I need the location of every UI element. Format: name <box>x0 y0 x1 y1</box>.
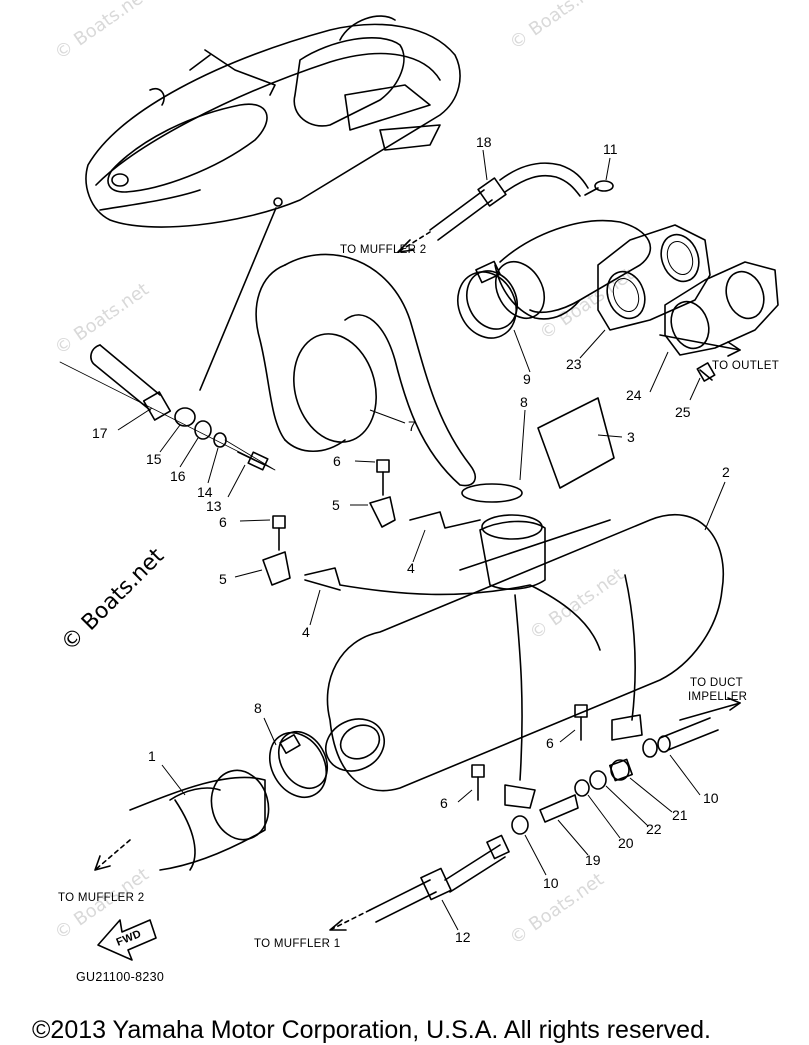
callout-8-top: 8 <box>520 394 528 410</box>
label-to-muffler-2-bottom: TO MUFFLER 2 <box>58 892 144 904</box>
callout-7: 7 <box>408 418 416 434</box>
exhaust-manifold <box>494 219 779 382</box>
callout-8-bottom: 8 <box>254 700 262 716</box>
callout-25: 25 <box>675 404 691 420</box>
callout-6-b: 6 <box>219 514 227 530</box>
callout-11: 11 <box>603 141 618 157</box>
callout-15: 15 <box>146 451 162 467</box>
callout-16: 16 <box>170 468 186 484</box>
watermark-text: © Boats.net <box>51 0 153 64</box>
callout-10-a: 10 <box>703 790 719 806</box>
callout-14: 14 <box>197 484 213 500</box>
callout-18: 18 <box>476 134 492 150</box>
callout-5-a: 5 <box>332 497 340 513</box>
label-impeller: IMPELLER <box>688 691 747 703</box>
exhaust-pipe-7 <box>255 253 476 487</box>
direction-arrows <box>94 231 741 931</box>
watermark-text: © Boats.net <box>506 0 608 54</box>
callout-19: 19 <box>585 852 601 868</box>
bolts-lower <box>471 704 588 801</box>
callout-2: 2 <box>722 464 730 480</box>
callout-24: 24 <box>626 387 642 403</box>
label-to-muffler-1: TO MUFFLER 1 <box>254 938 340 950</box>
muffler-2 <box>325 514 724 809</box>
exhaust-pipe-1 <box>129 730 329 871</box>
callout-13: 13 <box>206 498 222 514</box>
hose-clamp-9 <box>457 260 518 339</box>
callout-3: 3 <box>627 429 635 445</box>
exhaust-hose-18 <box>429 162 614 241</box>
callout-5-b: 5 <box>219 571 227 587</box>
callout-1: 1 <box>148 748 156 764</box>
label-to-muffler-2-top: TO MUFFLER 2 <box>340 244 426 256</box>
callout-9: 9 <box>523 371 531 387</box>
callout-21: 21 <box>672 807 688 823</box>
callout-4-b: 4 <box>302 624 310 640</box>
diagram-code: GU21100-8230 <box>76 970 164 984</box>
callout-20: 20 <box>618 835 634 851</box>
outlet-fittings <box>511 717 719 835</box>
callout-6-a: 6 <box>333 453 341 469</box>
callout-6-c: 6 <box>546 735 554 751</box>
callout-numbers: 18 11 9 23 24 25 7 8 3 2 6 5 6 5 4 4 17 … <box>92 134 730 945</box>
bolts-and-brackets-top <box>262 459 396 586</box>
label-to-duct: TO DUCT <box>690 677 743 689</box>
callout-4-a: 4 <box>407 560 415 576</box>
hose-12 <box>369 834 510 923</box>
flow-labels: TO MUFFLER 2 TO OUTLET TO DUCT IMPELLER … <box>58 244 779 984</box>
leader-lines <box>117 149 726 931</box>
callout-10-b: 10 <box>543 875 559 891</box>
watermark-text: © Boats.net <box>526 564 628 644</box>
callout-12: 12 <box>455 929 471 945</box>
boats-net-mark: © Boats.net <box>57 543 170 656</box>
callout-17: 17 <box>92 425 108 441</box>
callout-6-d: 6 <box>440 795 448 811</box>
hose-fittings-left <box>59 344 276 471</box>
callout-22: 22 <box>646 821 662 837</box>
fwd-arrow-icon: FWD <box>97 919 157 961</box>
heat-shield-3 <box>537 397 615 489</box>
watercraft-illustration <box>85 15 461 391</box>
copyright-notice: ©2013 Yamaha Motor Corporation, U.S.A. A… <box>32 1016 711 1044</box>
callout-23: 23 <box>566 356 582 372</box>
label-to-outlet: TO OUTLET <box>712 360 779 372</box>
